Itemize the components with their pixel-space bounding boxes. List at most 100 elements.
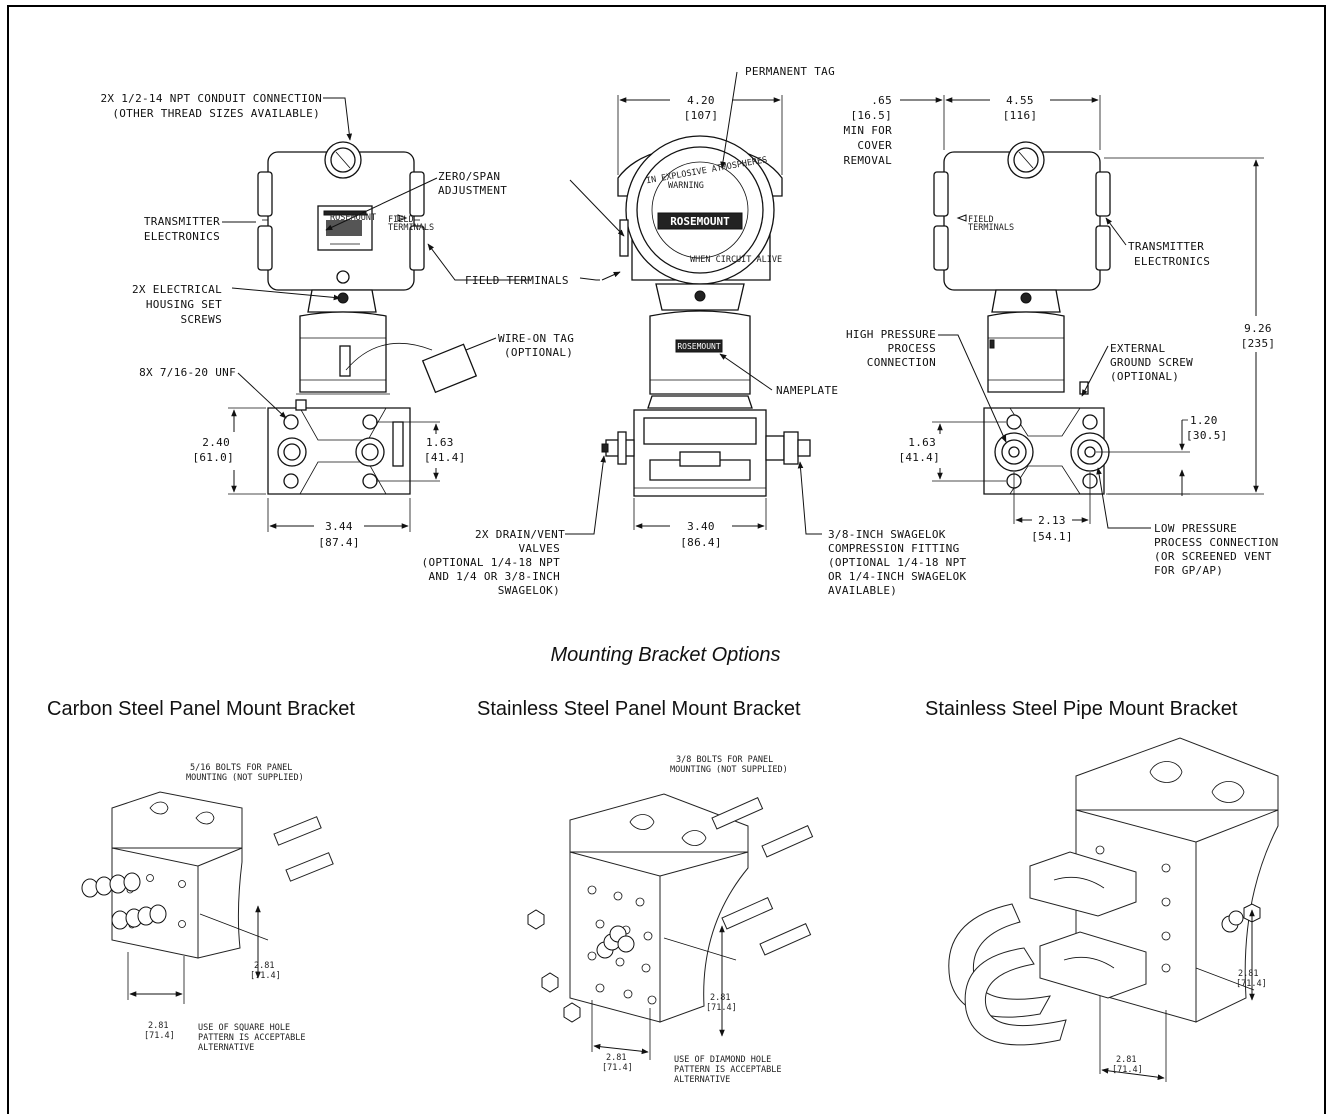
b1-dim-h: 2.81	[148, 1021, 168, 1031]
swg-3: (OPTIONAL 1/4-18 NPT	[828, 556, 967, 569]
left-plate-brand: ROSEMOUNT	[330, 213, 376, 223]
cover-3: MIN FOR	[844, 124, 893, 137]
dimension-lines	[222, 71, 1264, 535]
dim-left-spacing: 1.63	[426, 436, 454, 449]
housing-3: SCREWS	[180, 313, 222, 326]
dimension-text: 3.44 [87.4] 2.40 [61.0] 1.63 [41.4] 4.20…	[192, 94, 1275, 549]
housing-1: 2X ELECTRICAL	[132, 283, 222, 296]
housing-2: HOUSING SET	[146, 298, 222, 311]
te-right-2: ELECTRONICS	[1134, 255, 1210, 268]
b2-dim-v-mm: [71.4]	[706, 1003, 737, 1013]
swg-5: AVAILABLE)	[828, 584, 897, 597]
nameplate-label: NAMEPLATE	[776, 384, 838, 397]
b1-alt-2: PATTERN IS ACCEPTABLE	[198, 1033, 305, 1043]
dim-right-process: 2.13	[1038, 514, 1066, 527]
front-view: WARNING IN EXPLOSIVE ATMOSPHERES ROSEMOU…	[601, 135, 811, 497]
front-brand: ROSEMOUNT	[670, 215, 730, 228]
b2-alt-3: ALTERNATIVE	[674, 1075, 730, 1085]
cover-5: REMOVAL	[844, 154, 893, 167]
b1-note-1: 5/16 BOLTS FOR PANEL	[190, 763, 292, 773]
caption-carbon-panel: Carbon Steel Panel Mount Bracket	[47, 698, 355, 720]
lp-4: FOR GP/AP)	[1154, 564, 1223, 577]
dim-left-width-mm: [87.4]	[318, 536, 360, 549]
dim-right-width: 4.55	[1006, 94, 1034, 107]
drain-5: SWAGELOK)	[498, 584, 560, 597]
drain-1: 2X DRAIN/VENT	[475, 528, 565, 541]
dim-front-top-mm: [107]	[684, 109, 719, 122]
b2-dim-v: 2.81	[710, 993, 730, 1003]
callout-labels: 2X 1/2-14 NPT CONDUIT CONNECTION (OTHER …	[100, 65, 1278, 597]
svg-text:FIELD: FIELD	[968, 215, 994, 225]
drain-2: VALVES	[518, 542, 560, 555]
drain-3: (OPTIONAL 1/4-18 NPT	[422, 556, 561, 569]
conduit-label-2: (OTHER THREAD SIZES AVAILABLE)	[112, 107, 320, 120]
b3-dim-h: 2.81	[1116, 1055, 1136, 1065]
b2-dim-h: 2.81	[606, 1053, 626, 1063]
b3-dim-v: 2.81	[1238, 969, 1258, 979]
caption-stainless-pipe: Stainless Steel Pipe Mount Bracket	[925, 698, 1238, 720]
wire-tag-2: (OPTIONAL)	[504, 346, 573, 359]
svg-text:TERMINALS: TERMINALS	[388, 223, 434, 233]
b2-note-2: MOUNTING (NOT SUPPLIED)	[670, 765, 788, 775]
dim-right-spacing-mm: [41.4]	[898, 451, 940, 464]
svg-text:TERMINALS: TERMINALS	[968, 223, 1014, 233]
bracket-carbon-panel: 5/16 BOLTS FOR PANEL MOUNTING (NOT SUPPL…	[81, 763, 334, 1053]
hp-3: CONNECTION	[867, 356, 936, 369]
dim-left-spacing-mm: [41.4]	[424, 451, 466, 464]
dim-front-bottom: 3.40	[687, 520, 715, 533]
b1-dim-v-mm: [71.4]	[250, 971, 281, 981]
nameplate-brand: ROSEMOUNT	[677, 342, 721, 351]
b3-dim-h-mm: [71.4]	[1112, 1065, 1143, 1075]
dim-right-height-mm: [235]	[1241, 337, 1276, 350]
side-view-right: FIELD TERMINALS	[933, 141, 1111, 495]
te-right-1: TRANSMITTER	[1128, 240, 1204, 253]
dim-right-width-mm: [116]	[1003, 109, 1038, 122]
b2-note-1: 3/8 BOLTS FOR PANEL	[676, 755, 773, 765]
dim-front-top: 4.20	[687, 94, 715, 107]
b2-alt-2: PATTERN IS ACCEPTABLE	[674, 1065, 781, 1075]
b1-dim-h-mm: [71.4]	[144, 1031, 175, 1041]
dim-right-process-mm: [54.1]	[1031, 530, 1073, 543]
dim-right-offset: 1.20	[1190, 414, 1218, 427]
dim-left-width: 3.44	[325, 520, 353, 533]
side-view-left: FIELD TERMINALS	[257, 141, 478, 495]
swg-2: COMPRESSION FITTING	[828, 542, 960, 555]
warning-text: WARNING	[668, 181, 704, 191]
wire-tag-1: WIRE-ON TAG	[498, 332, 574, 345]
drain-4: AND 1/4 OR 3/8-INCH	[428, 570, 560, 583]
gs-2: GROUND SCREW	[1110, 356, 1193, 369]
hp-2: PROCESS	[888, 342, 936, 355]
b1-note-2: MOUNTING (NOT SUPPLIED)	[186, 773, 304, 783]
field-terminals-label: FIELD TERMINALS	[465, 274, 569, 287]
gs-1: EXTERNAL	[1110, 342, 1165, 355]
dim-right-height: 9.26	[1244, 322, 1272, 335]
dim-front-bottom-mm: [86.4]	[680, 536, 722, 549]
swg-4: OR 1/4-INCH SWAGELOK	[828, 570, 967, 583]
unf-label: 8X 7/16-20 UNF	[139, 366, 236, 379]
dim-left-height-mm: [61.0]	[192, 451, 234, 464]
cover-2: [16.5]	[850, 109, 892, 122]
te-left-1: TRANSMITTER	[144, 215, 220, 228]
zero-span-2: ADJUSTMENT	[438, 184, 507, 197]
b2-alt-1: USE OF DIAMOND HOLE	[674, 1055, 771, 1065]
lp-3: (OR SCREENED VENT	[1154, 550, 1272, 563]
hp-1: HIGH PRESSURE	[846, 328, 936, 341]
bracket-stainless-panel: 3/8 BOLTS FOR PANEL MOUNTING (NOT SUPPLI…	[527, 755, 814, 1085]
lp-2: PROCESS CONNECTION	[1154, 536, 1279, 549]
b1-dim-v: 2.81	[254, 961, 274, 971]
b1-alt-1: USE OF SQUARE HOLE	[198, 1023, 290, 1033]
cover-4: COVER	[857, 139, 892, 152]
caption-stainless-panel: Stainless Steel Panel Mount Bracket	[477, 698, 801, 720]
b2-dim-h-mm: [71.4]	[602, 1063, 633, 1073]
bracket-stainless-pipe: 2.81 [71.4] 2.81 [71.4]	[948, 737, 1279, 1082]
zero-span-1: ZERO/SPAN	[438, 170, 500, 183]
te-left-2: ELECTRONICS	[144, 230, 220, 243]
swg-1: 3/8-INCH SWAGELOK	[828, 528, 946, 541]
dim-right-spacing: 1.63	[908, 436, 936, 449]
permanent-tag-label: PERMANENT TAG	[745, 65, 835, 78]
figure-subtitle: Mounting Bracket Options	[550, 644, 781, 666]
gs-3: (OPTIONAL)	[1110, 370, 1179, 383]
b1-alt-3: ALTERNATIVE	[198, 1043, 254, 1053]
dim-left-height: 2.40	[202, 436, 230, 449]
